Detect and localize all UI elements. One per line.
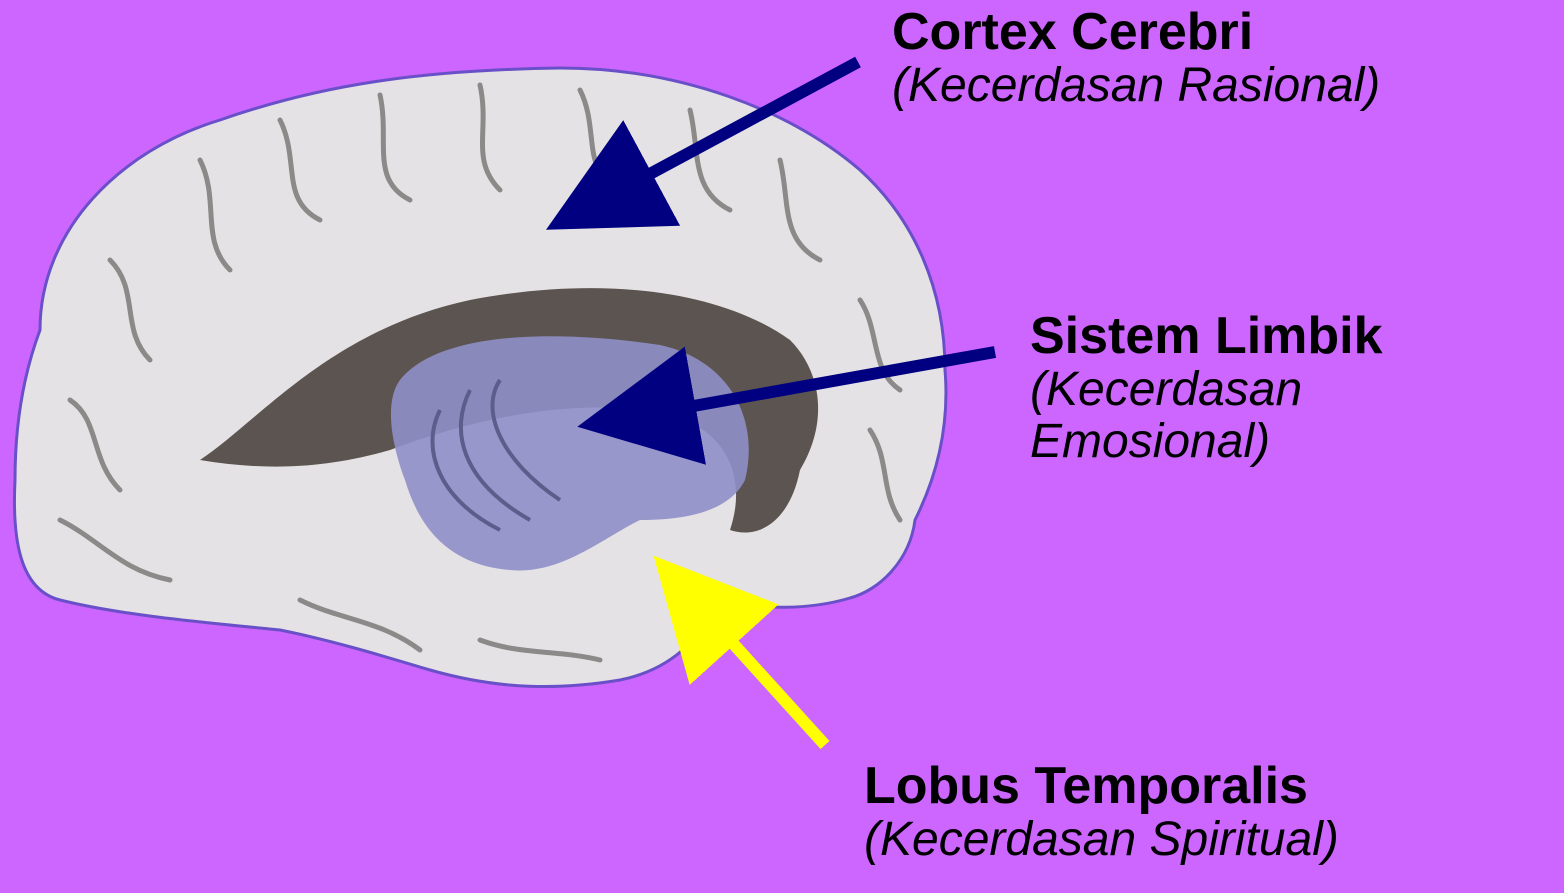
- label-sistem-limbik: Sistem Limbik (Kecerdasan Emosional): [1030, 308, 1450, 468]
- label-lobus-temporalis: Lobus Temporalis (Kecerdasan Spiritual): [864, 758, 1339, 866]
- label-cortex-cerebri: Cortex Cerebri (Kecerdasan Rasional): [892, 4, 1380, 112]
- label-limbik-subtitle: (Kecerdasan Emosional): [1030, 364, 1450, 468]
- label-lobus-title: Lobus Temporalis: [864, 758, 1339, 814]
- brain-illustration: [14, 68, 946, 687]
- label-cortex-subtitle: (Kecerdasan Rasional): [892, 60, 1380, 112]
- label-lobus-subtitle: (Kecerdasan Spiritual): [864, 814, 1339, 866]
- label-limbik-title: Sistem Limbik: [1030, 308, 1450, 364]
- label-cortex-title: Cortex Cerebri: [892, 4, 1380, 60]
